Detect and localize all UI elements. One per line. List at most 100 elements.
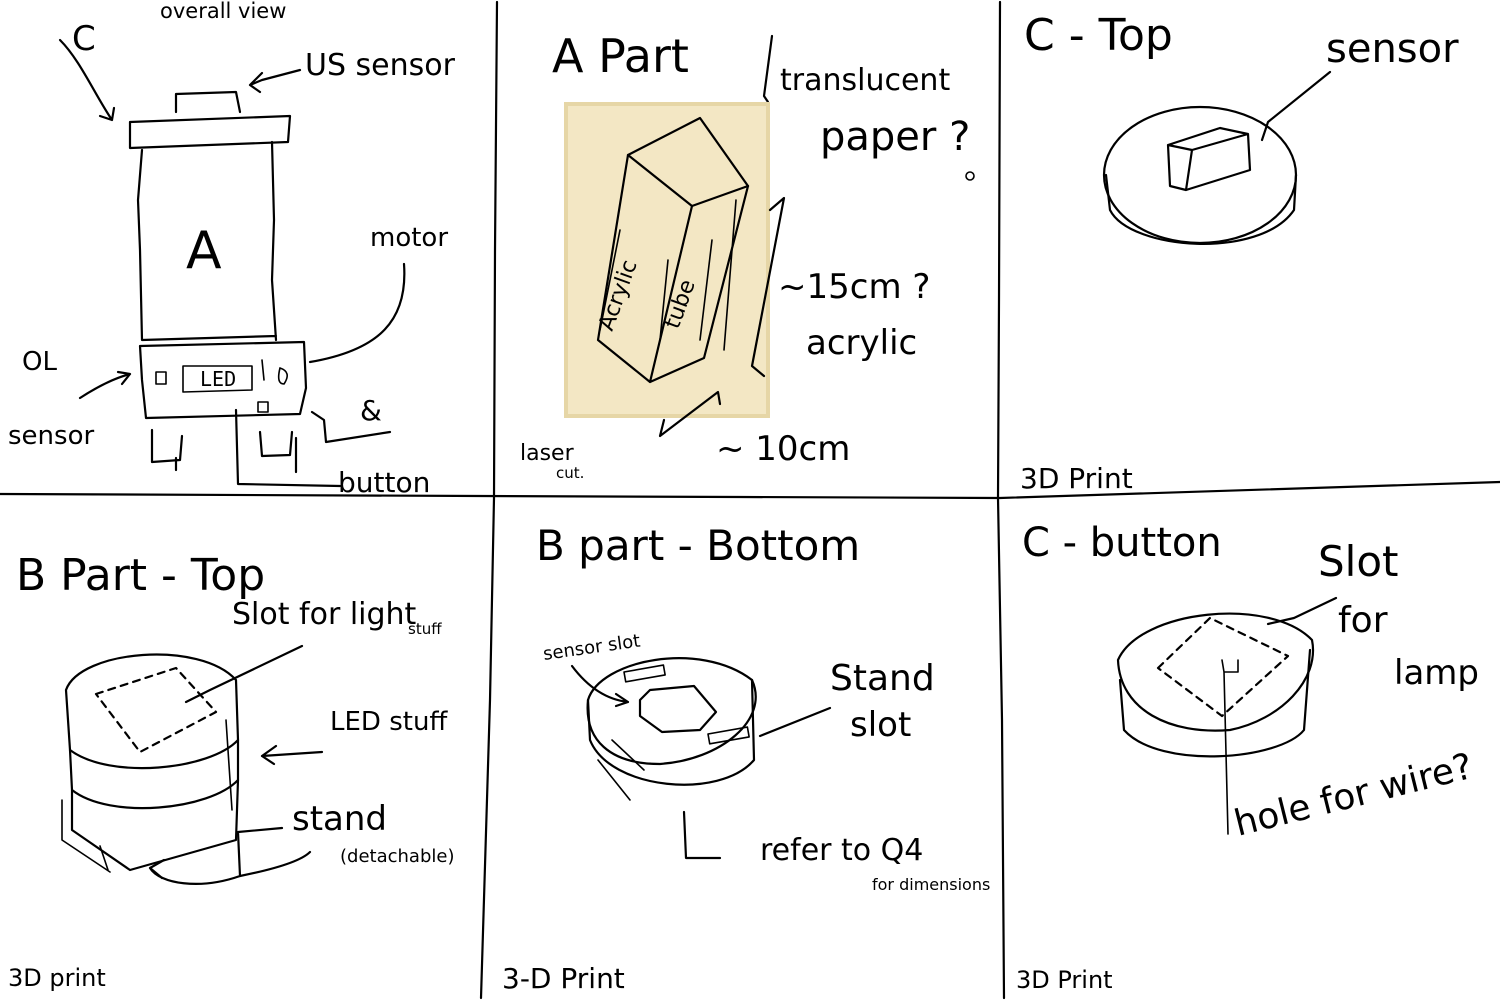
panel-c-top: C - Top sensor 3D Print	[1020, 10, 1459, 495]
b-bottom-side	[586, 678, 756, 786]
a-length: ~15cm ?	[778, 267, 930, 307]
button-leader	[234, 408, 342, 488]
motor-leader	[308, 262, 406, 364]
a-method: laser	[520, 441, 575, 466]
c-top-sensor: sensor	[1326, 26, 1459, 72]
paper-sample	[564, 102, 770, 418]
overall-ol: OL	[22, 347, 57, 377]
panel-b-top: B Part - Top Slot for light stuff LED st…	[8, 550, 454, 992]
b-bottom-slot-1	[623, 664, 666, 683]
overall-sensor: sensor	[8, 421, 94, 451]
c-bottom-slot-a: Slot	[1318, 537, 1399, 586]
panel-b-bottom: B part - Bottom sensor slot Stand slot r…	[502, 521, 990, 995]
overall-title: overall view	[160, 0, 286, 23]
b-top-stand-marks	[61, 719, 233, 873]
b-top-stand: stand	[292, 799, 387, 839]
leg-right	[258, 430, 298, 474]
b-bottom-sensor-cut	[638, 684, 718, 734]
overall-us-sensor: US sensor	[305, 48, 456, 83]
overall-label-c: C	[72, 19, 96, 59]
ol-arrow	[78, 370, 132, 400]
b-top-slot-suffix: stuff	[408, 620, 442, 638]
ampersand-leader	[310, 410, 392, 444]
c-bottom-title: C - button	[1022, 520, 1222, 566]
c-top-method: 3D Print	[1020, 462, 1133, 495]
base-led-label: LED	[200, 367, 236, 391]
c-top-leader	[1260, 70, 1332, 142]
b-bottom-title: B part - Bottom	[536, 521, 860, 570]
a-width: ~ 10cm	[716, 429, 850, 469]
c-bottom-disc	[1116, 612, 1315, 732]
a-part-title: A Part	[552, 29, 689, 83]
b-top-led-arrow	[260, 744, 324, 766]
base-led-box	[182, 365, 253, 393]
c-bottom-slot-b: for	[1338, 600, 1388, 641]
top-cap	[128, 114, 292, 150]
sensor-box	[174, 90, 242, 114]
panel-a-part: A Part translucent paper ? Acrylic tube …	[520, 29, 975, 482]
b-top-slot-leader	[184, 644, 304, 704]
b-top-stand-link	[238, 850, 312, 878]
overall-button: button	[338, 466, 430, 499]
c-top-sensor-box	[1166, 126, 1252, 192]
a-method-suffix: cut.	[556, 464, 584, 482]
c-top-disc-side	[1104, 173, 1298, 245]
overall-ampersand: &	[360, 394, 382, 427]
b-bottom-method: 3-D Print	[502, 962, 625, 995]
right-vertical-divider	[996, 0, 1006, 1000]
c-bottom-slot-leader	[1266, 596, 1338, 626]
b-top-body	[64, 653, 240, 770]
b-top-method: 3D print	[8, 964, 106, 992]
b-bottom-disc	[586, 657, 757, 766]
b-bottom-sensor-slot: sensor slot	[542, 631, 642, 665]
c-bottom-side	[1118, 648, 1312, 758]
overall-motor: motor	[370, 223, 448, 253]
panel-c-button: C - button Slot for lamp hole for wire? …	[1016, 520, 1479, 994]
b-top-slot: Slot for light	[232, 597, 417, 632]
a-translucent: translucent	[780, 63, 950, 98]
length-bracket	[750, 196, 786, 378]
b-top-stand-leader	[148, 826, 284, 885]
b-top-stand-note: (detachable)	[340, 846, 454, 867]
b-bottom-stand-b: slot	[850, 705, 911, 745]
c-bottom-slot-c: lamp	[1394, 653, 1479, 693]
c-bottom-lamp-slot	[1156, 616, 1290, 718]
dot	[965, 171, 975, 181]
base-marks	[261, 359, 288, 385]
b-top-title: B Part - Top	[16, 550, 265, 601]
a-material: acrylic	[806, 323, 917, 363]
translucent-arrow	[762, 34, 774, 104]
b-bottom-refer-leader	[682, 810, 722, 860]
c-top-title: C - Top	[1024, 10, 1173, 61]
b-top-bottom	[70, 778, 240, 872]
b-bottom-sensor-arrow	[570, 664, 630, 708]
leg-left	[150, 428, 184, 472]
b-bottom-stand-leader	[758, 706, 832, 738]
b-top-slot-outline	[94, 666, 218, 754]
b-top-led: LED stuff	[330, 707, 448, 737]
b-bottom-refer: refer to Q4	[760, 833, 923, 868]
overall-part-a: A	[186, 221, 222, 281]
width-bracket	[658, 390, 722, 438]
c-bottom-hole: hole for wire?	[1230, 746, 1477, 845]
panel-overall-view: overall view C US sensor A LED button mo…	[8, 0, 456, 499]
button-square	[257, 401, 269, 413]
c-bottom-method: 3D Print	[1016, 966, 1113, 994]
c-top-disc	[1102, 105, 1298, 245]
base-box	[138, 340, 308, 420]
b-bottom-stand-a: Stand	[830, 658, 935, 699]
arrow-us-sensor	[248, 68, 302, 94]
tube-hatch	[599, 199, 737, 351]
left-vertical-divider	[479, 0, 499, 1000]
b-bottom-marks	[597, 739, 645, 801]
c-bottom-wire-hole	[1221, 659, 1239, 835]
b-bottom-refer-note: for dimensions	[872, 875, 990, 894]
body-a	[136, 140, 278, 342]
b-top-mid	[68, 738, 240, 810]
arrow-c-to-top	[58, 38, 116, 122]
a-paper: paper ?	[820, 114, 970, 160]
base-sensor-square	[155, 371, 167, 385]
